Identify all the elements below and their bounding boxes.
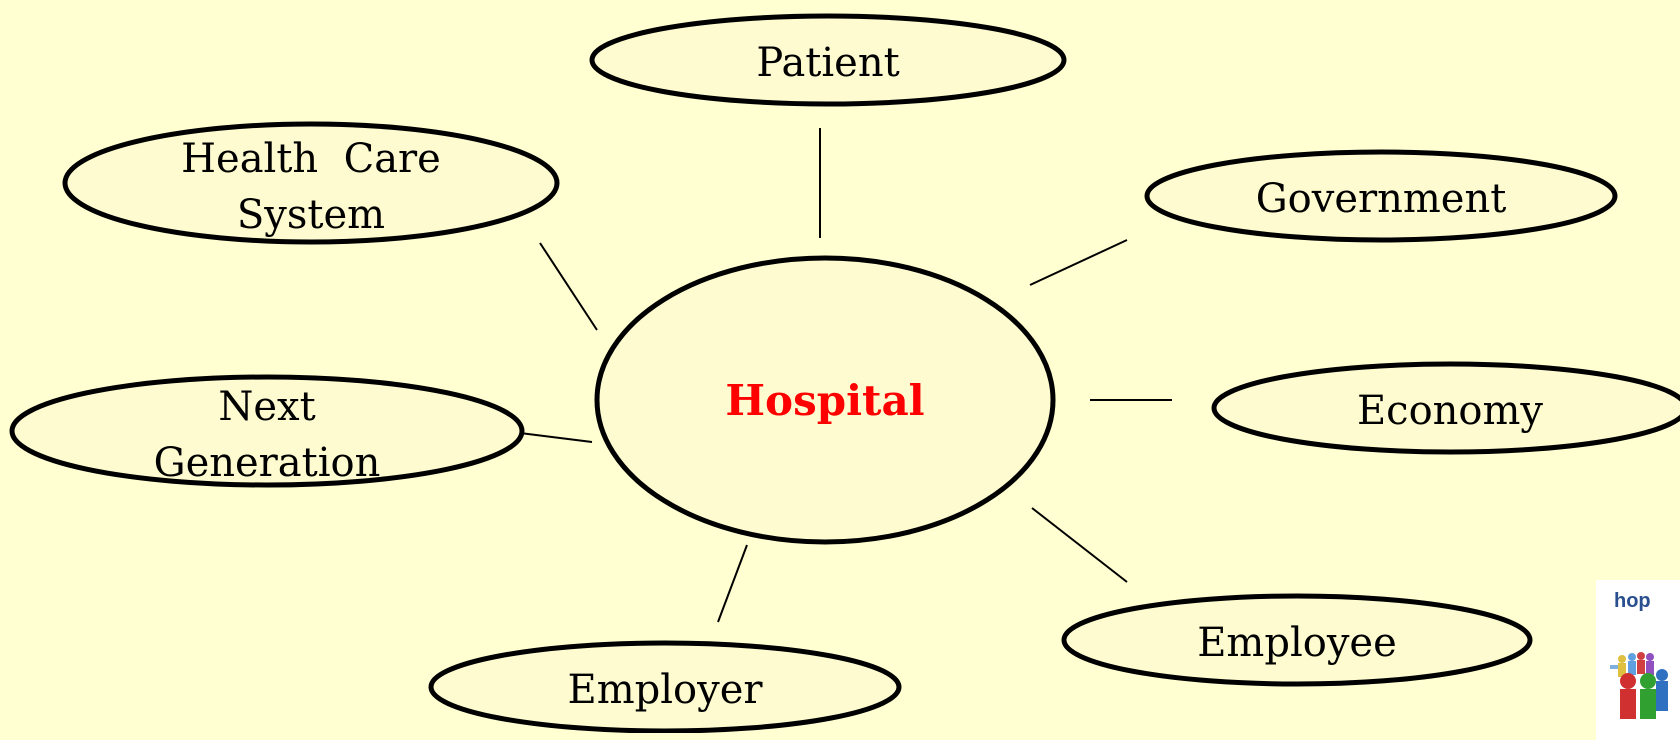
edge-employer: [717, 544, 748, 623]
edge-government: [1029, 239, 1128, 286]
node-employer-shape: [428, 640, 902, 733]
node-patient-shape: [589, 13, 1067, 107]
node-patient-label: Patient: [756, 40, 899, 86]
edge-next-generation: [519, 432, 593, 443]
node-next-generation-label-line-1: Next: [218, 384, 315, 430]
node-government: Government: [1144, 149, 1618, 243]
node-government-label: Government: [1256, 176, 1507, 222]
edge-health-care-system: [539, 242, 598, 331]
node-health-care-system-shape: [62, 121, 560, 245]
corner-thumbnail-image: hop: [1596, 580, 1680, 740]
node-economy-shape: [1211, 361, 1680, 455]
node-economy: Economy: [1211, 361, 1680, 455]
node-next-generation-label-line-2: Generation: [154, 440, 381, 486]
center-node-hospital: Hospital: [594, 255, 1056, 545]
node-economy-label: Economy: [1357, 388, 1543, 434]
center-node-shape: [594, 255, 1056, 545]
node-employee: Employee: [1061, 593, 1533, 687]
node-employer-label: Employer: [568, 667, 764, 713]
node-employer: Employer: [428, 640, 902, 733]
people-group-icon: [1610, 652, 1668, 719]
node-employee-label: Employee: [1197, 620, 1397, 666]
thumbnail-text: hop: [1614, 590, 1651, 612]
node-health-care-system: Health Care System: [62, 121, 560, 245]
node-health-care-system-label-line-2: System: [237, 192, 385, 238]
node-employee-shape: [1061, 593, 1533, 687]
node-government-shape: [1144, 149, 1618, 243]
edge-employee: [1031, 507, 1128, 583]
node-next-generation: Next Generation: [9, 374, 525, 488]
node-next-generation-shape: [9, 374, 525, 488]
center-node-label: Hospital: [725, 376, 924, 425]
node-patient: Patient: [589, 13, 1067, 107]
node-health-care-system-label-line-1: Health Care: [181, 136, 441, 182]
